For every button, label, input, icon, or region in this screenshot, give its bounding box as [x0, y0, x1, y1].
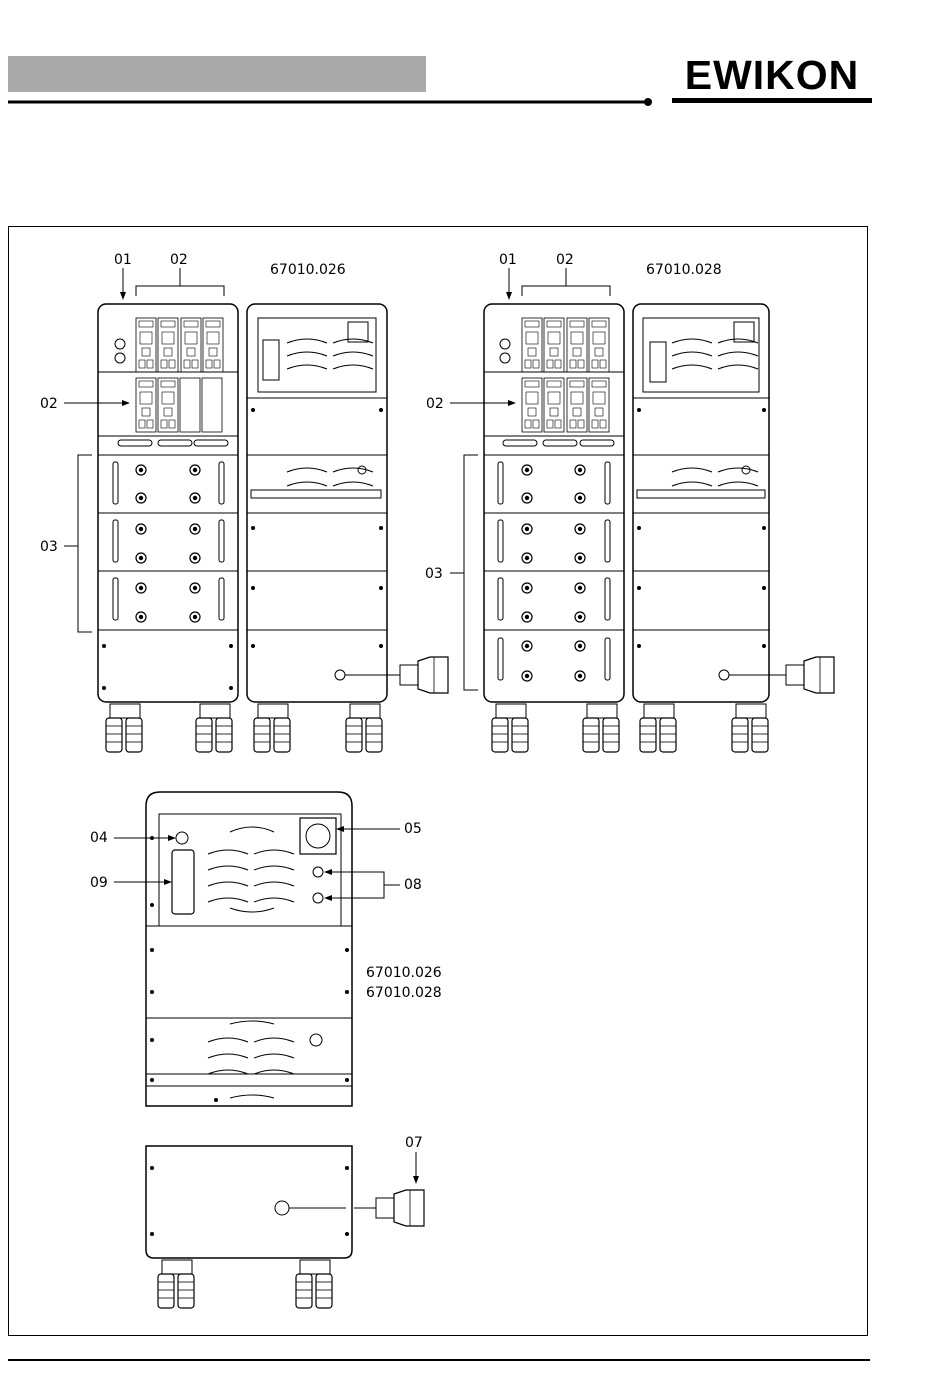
model-label-right: 67010.028 [646, 262, 722, 278]
callout-02-side-left: 02 [40, 396, 58, 412]
unit-67010-026-front [98, 304, 238, 752]
model-detail-line2: 67010.028 [366, 985, 442, 1001]
callout-03-right: 03 [425, 566, 443, 582]
callout-08: 08 [404, 877, 422, 893]
unit-67010-028-rear [633, 304, 834, 752]
callout-04: 04 [90, 830, 108, 846]
callout-03-left: 03 [40, 539, 58, 555]
callout-09: 09 [90, 875, 108, 891]
header-rule-dot [644, 98, 652, 106]
unit-67010-026-rear [247, 304, 448, 752]
callout-01-left: 01 [114, 252, 132, 268]
callout-05: 05 [404, 821, 422, 837]
callout-01-right: 01 [499, 252, 517, 268]
callout-02-top-right: 02 [556, 252, 574, 268]
model-detail-line1: 67010.026 [366, 965, 442, 981]
model-label-left: 67010.026 [270, 262, 346, 278]
callout-02-side-right: 02 [426, 396, 444, 412]
detail-rear-panel [146, 792, 352, 1106]
callout-07: 07 [405, 1135, 423, 1151]
unit-67010-028-front [484, 304, 624, 752]
callout-02-top-left: 02 [170, 252, 188, 268]
detail-rear-base [146, 1146, 424, 1308]
